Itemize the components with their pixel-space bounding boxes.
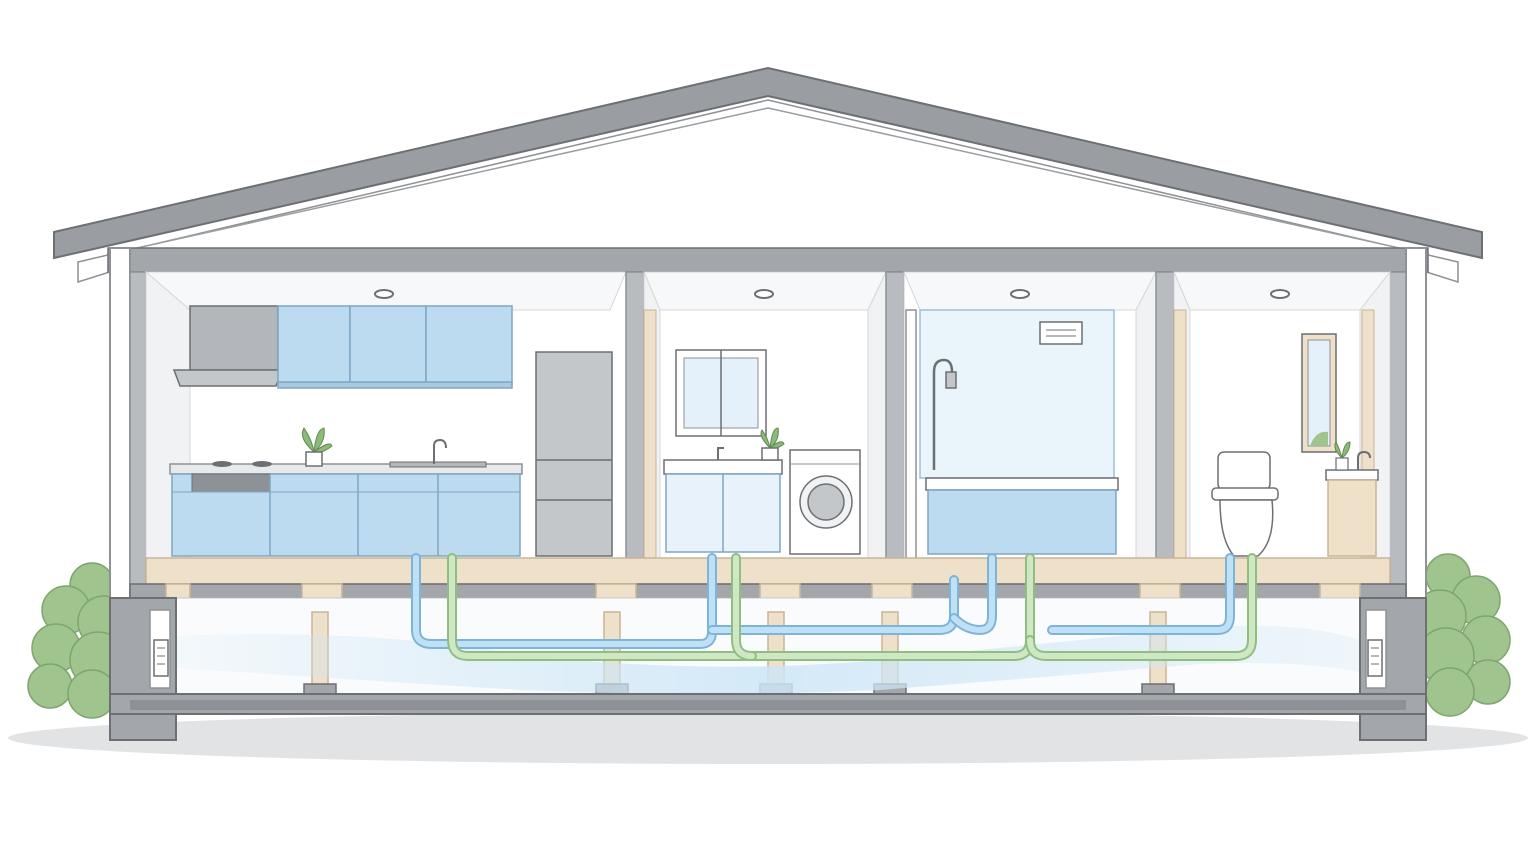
wall-cabinets (277, 305, 513, 389)
mirror-cabinet (675, 349, 767, 437)
faucet-icon (433, 438, 447, 464)
drain-pipes (447, 553, 1257, 661)
window (1301, 333, 1337, 453)
exterior-wall-right-inner (1389, 271, 1407, 591)
crawl-space-airflow (176, 625, 1360, 694)
faucet-icon (1357, 450, 1371, 470)
foundation-vent-icon (153, 639, 169, 677)
refrigerator-icon (535, 351, 613, 557)
sink-basin (389, 461, 487, 468)
washing-machine-icon (789, 449, 861, 555)
potted-plant-icon (301, 427, 333, 467)
water-supply-pipes (411, 553, 1235, 649)
wall-partition-3 (1155, 271, 1175, 578)
ceiling-light-icon (374, 289, 1290, 299)
ventilation-fan-icon (1039, 321, 1083, 345)
toilet-icon (1211, 451, 1279, 557)
vanity-unit (663, 459, 783, 553)
shower-icon (932, 358, 957, 470)
hand-wash-basin (1325, 469, 1379, 557)
roof (53, 66, 1483, 284)
range-hood-icon (172, 305, 284, 387)
bathtub-icon (925, 477, 1119, 555)
shrub-right (1413, 553, 1511, 717)
faucet-icon (717, 447, 724, 460)
stove-burners (212, 461, 272, 467)
ground-shadow (8, 712, 1528, 764)
ceiling-beam (107, 247, 1429, 273)
exterior-wall-left-inner (129, 271, 147, 591)
foundation-vent-icon (1367, 639, 1383, 677)
wall-partition-2 (885, 271, 905, 578)
potted-plant-icon (1334, 441, 1351, 471)
kitchen-counter (169, 463, 523, 557)
potted-plant-icon (760, 427, 785, 461)
wall-partition-1 (625, 271, 645, 578)
